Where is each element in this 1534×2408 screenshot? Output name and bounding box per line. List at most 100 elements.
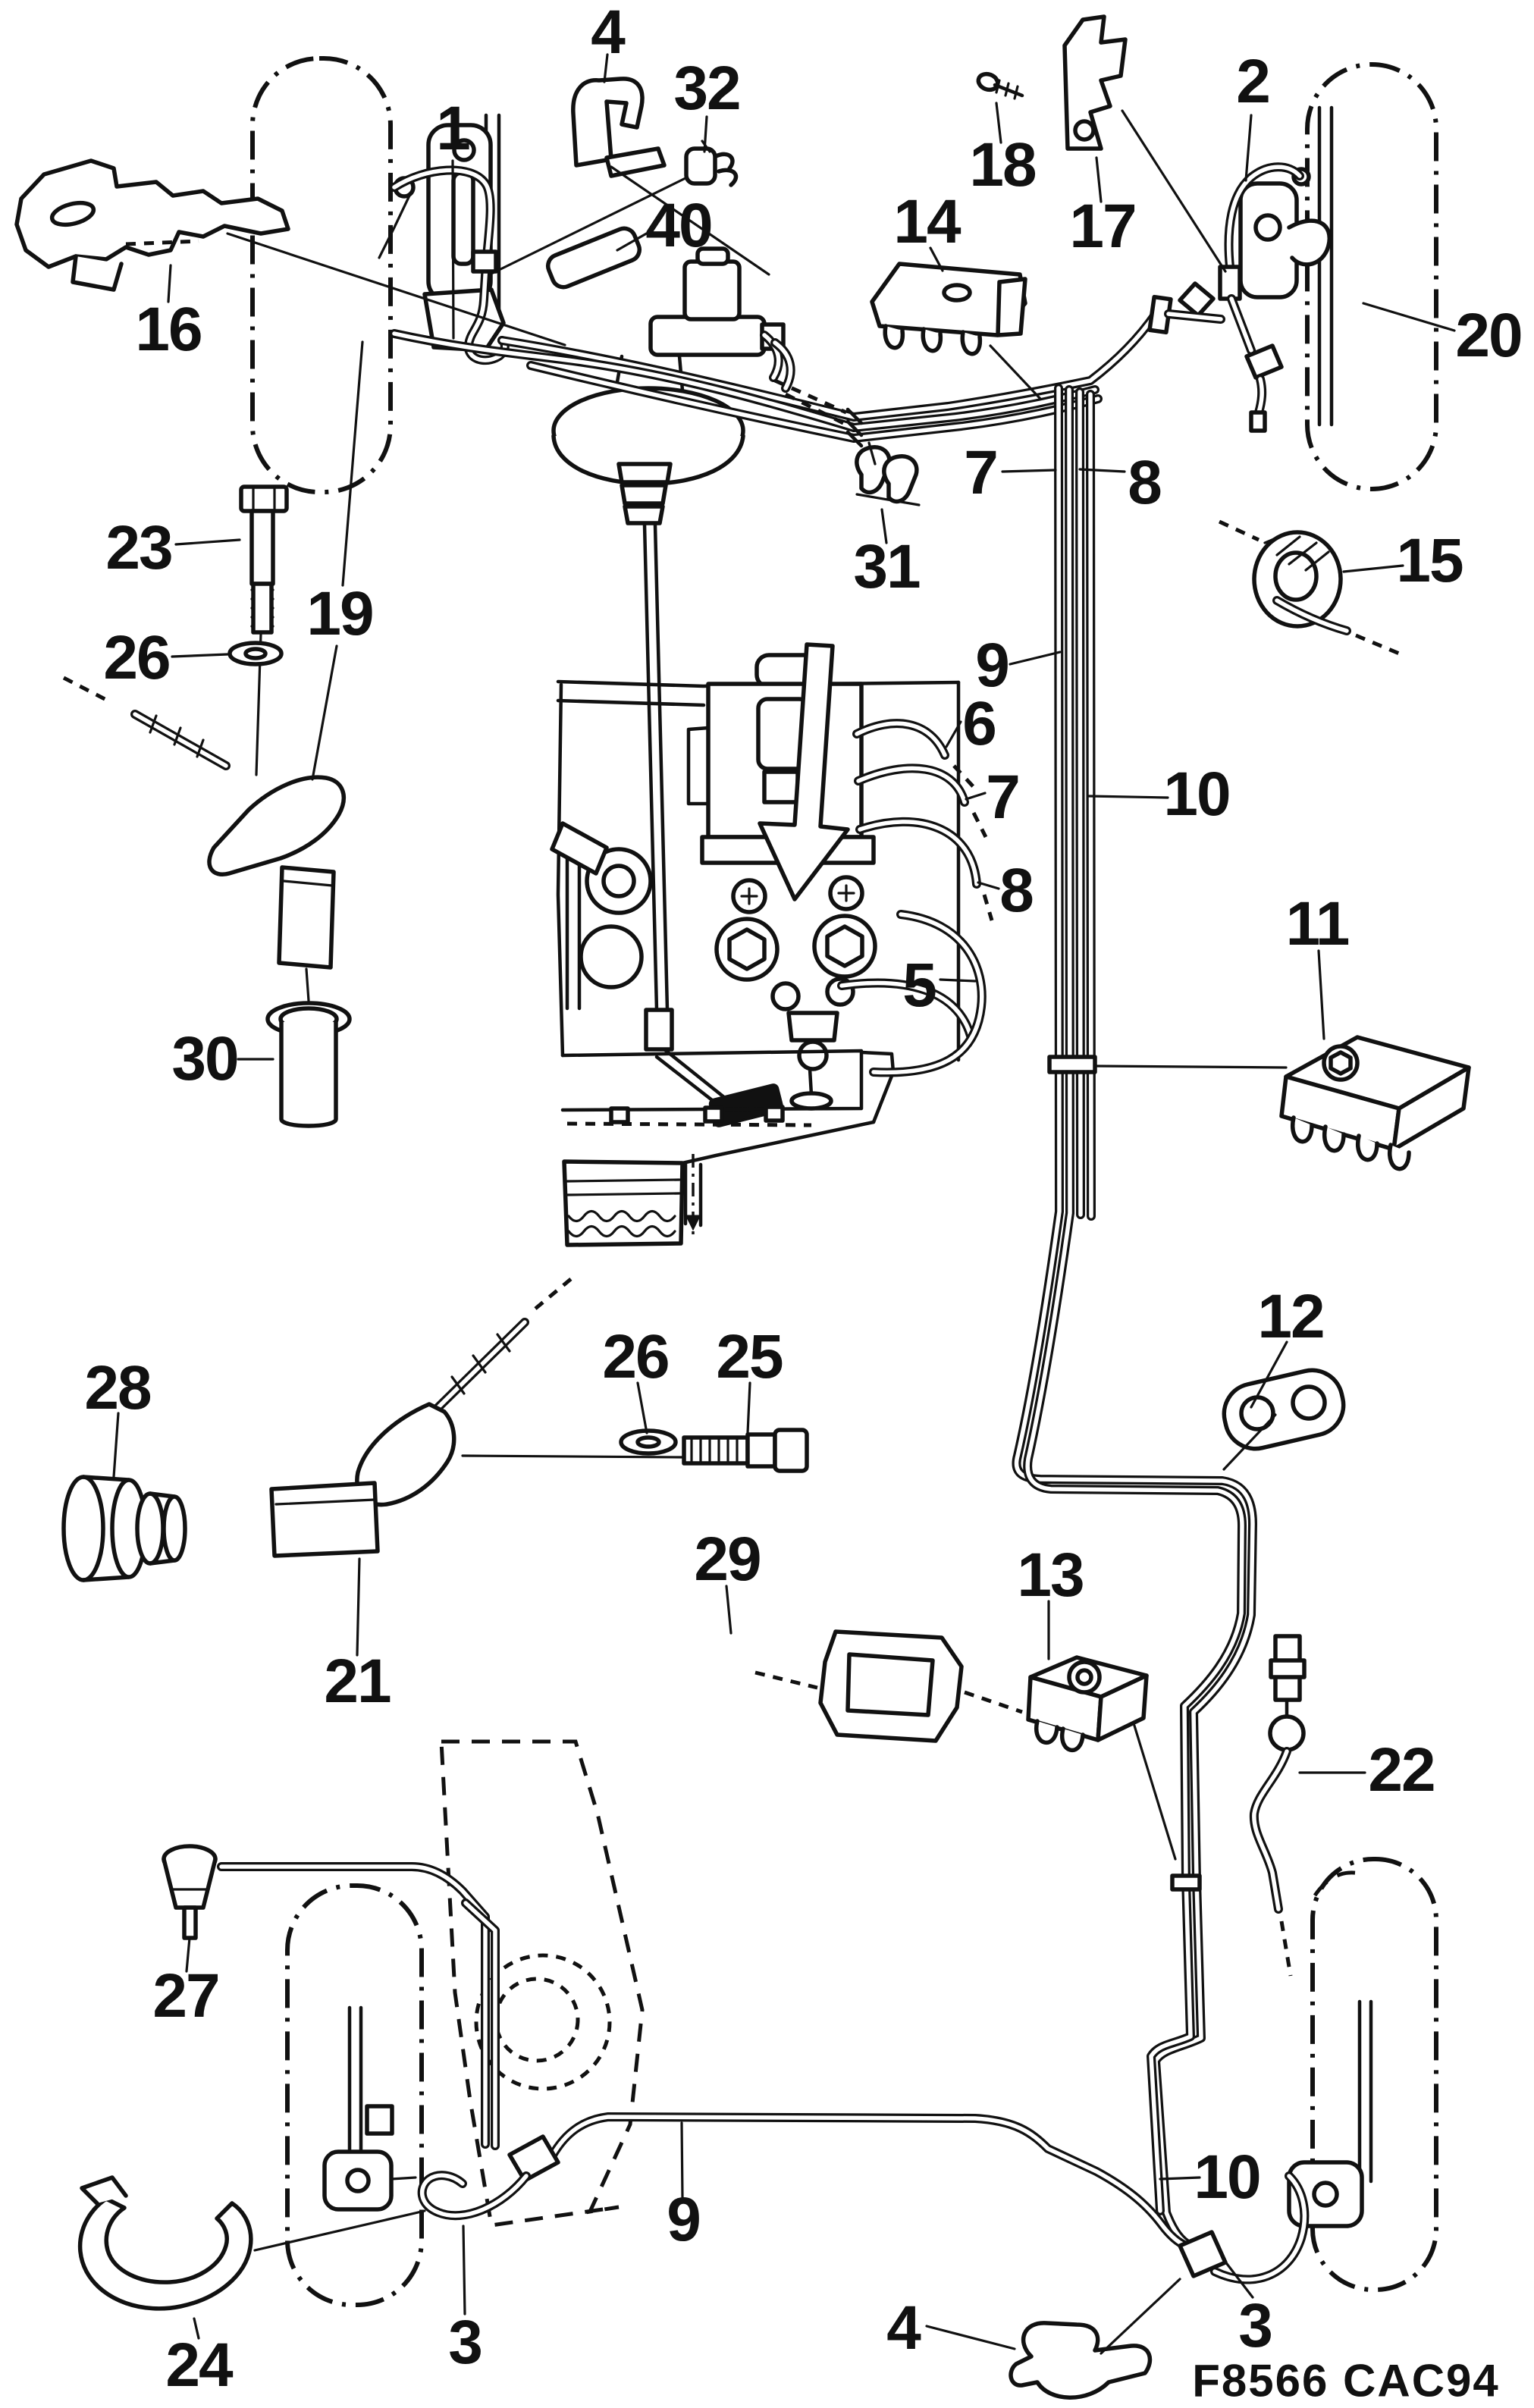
leader-18 [995, 102, 1002, 144]
grommet [1218, 519, 1404, 657]
callout-17: 17 [1069, 192, 1137, 261]
bracket-16 [14, 158, 566, 346]
plug-27 [162, 1844, 218, 1940]
bolt-25 [682, 1428, 809, 1473]
hose-21-assembly [269, 1277, 684, 1558]
leader-3a [462, 2225, 466, 2316]
sleeve-40 [545, 226, 642, 290]
leader-7b [965, 792, 987, 801]
clip-24 [78, 2175, 426, 2311]
clamp-block-11 [1093, 1035, 1471, 1171]
cap-30 [265, 1001, 352, 1128]
leader-26a [171, 653, 229, 658]
callout-21: 21 [324, 1647, 391, 1716]
callout-3b: 3 [1238, 2291, 1273, 2360]
callout-13: 13 [1017, 1541, 1084, 1610]
callout-12: 12 [1257, 1282, 1325, 1351]
leader-26b [636, 1381, 648, 1434]
callout-28: 28 [84, 1353, 152, 1422]
leader-14 [929, 246, 944, 272]
leader-11 [1317, 949, 1325, 1040]
callout-10b: 10 [1194, 2143, 1261, 2212]
callout-32: 32 [673, 54, 741, 123]
callout-3a: 3 [448, 2308, 483, 2377]
leader-8b [977, 881, 1000, 890]
callout-1: 1 [436, 94, 471, 163]
callout-5: 5 [902, 951, 937, 1020]
callout-11: 11 [1285, 889, 1350, 958]
callout-4b: 4 [886, 2294, 921, 2363]
callout-leaders [112, 53, 1456, 2350]
leader-32 [703, 115, 708, 153]
callout-29: 29 [694, 1525, 761, 1594]
clip-4-front [571, 77, 770, 276]
rear-right-wheel [1287, 1857, 1438, 2292]
leader-27 [185, 1936, 191, 1973]
bracket-29 [754, 1629, 1023, 1743]
callout-26b: 26 [602, 1322, 670, 1391]
leader-8a [1078, 468, 1126, 473]
leader-10b [1159, 2176, 1201, 2181]
rear-left-line [217, 1862, 560, 2221]
callout-19: 19 [306, 579, 374, 648]
leader-31 [880, 508, 888, 544]
washer-26-front [227, 641, 284, 666]
leader-24 [193, 2317, 200, 2340]
leader-7a [1001, 469, 1057, 473]
rear-left-wheel [285, 1883, 424, 2307]
front-right-wheel [1238, 62, 1438, 491]
clip-31 [855, 441, 921, 506]
leader-15 [1342, 564, 1404, 573]
leader-5 [939, 978, 977, 983]
leader-12 [1250, 1340, 1288, 1409]
leader-16 [167, 264, 172, 303]
bracket-17 [1062, 14, 1227, 273]
callout-25: 25 [716, 1322, 783, 1391]
screw-18 [976, 71, 1024, 100]
leader-20 [1362, 302, 1456, 332]
callout-8b: 8 [999, 856, 1034, 925]
callout-20: 20 [1455, 301, 1523, 370]
callout-14: 14 [893, 187, 961, 256]
callout-30: 30 [171, 1024, 239, 1093]
callout-9a: 9 [975, 631, 1010, 700]
callout-22: 22 [1368, 1735, 1435, 1804]
callout-6: 6 [962, 689, 997, 758]
hose-19-assembly [62, 340, 364, 1002]
brake-booster-assembly [551, 246, 786, 1127]
leader-3b [1221, 2256, 1254, 2299]
leader-4b [925, 2325, 1016, 2350]
leader-21 [356, 1557, 361, 1657]
front-brake-pipes [390, 165, 1160, 448]
callout-9b: 9 [667, 2185, 701, 2254]
callout-4a: 4 [591, 0, 626, 67]
hose-22 [1249, 1634, 1307, 1977]
leader-2 [1244, 114, 1253, 182]
engine-detail-view [550, 642, 994, 1247]
callout-24: 24 [165, 2331, 233, 2400]
diagram-code: F8566 CAC94 [1192, 2355, 1500, 2406]
callout-18: 18 [969, 130, 1037, 199]
bolt-23 [239, 484, 289, 776]
clip-12 [1222, 1368, 1346, 1471]
leader-17 [1095, 156, 1103, 203]
leader-25 [746, 1381, 751, 1434]
callout-40: 40 [645, 191, 713, 260]
callout-8a: 8 [1128, 448, 1162, 517]
leader-28 [112, 1412, 120, 1478]
leader-23 [174, 538, 241, 546]
washer-26-rear [619, 1428, 678, 1456]
callout-10a: 10 [1163, 760, 1231, 829]
callout-26a: 26 [103, 623, 171, 692]
clip-32 [491, 140, 739, 274]
callout-27: 27 [152, 1961, 220, 2030]
bushing-28 [61, 1475, 187, 1582]
leader-40 [616, 230, 651, 252]
callout-7b: 7 [986, 763, 1021, 832]
leader-4a [603, 53, 609, 83]
callout-15: 15 [1396, 526, 1463, 595]
leader-29 [725, 1585, 732, 1635]
main-line-bundle [547, 384, 1310, 2284]
